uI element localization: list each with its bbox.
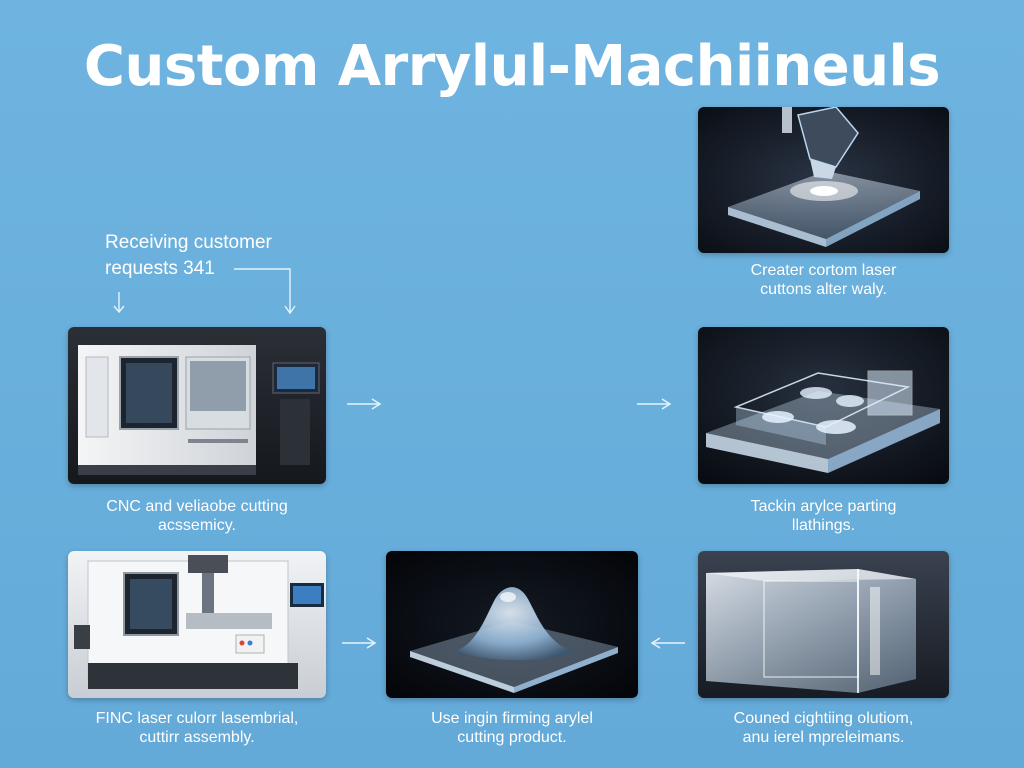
intro-text: Receiving customer requests 341 (105, 230, 272, 282)
arrow-right-2 (635, 397, 673, 411)
intro-down-arrow-left (112, 290, 126, 316)
caption-line-2: cuttirr assembly. (139, 729, 255, 746)
caption-line-1: FINC laser culorr lasembrial, (95, 710, 299, 727)
caption-line-1: Couned cightiing olutiom, (733, 710, 914, 727)
caption-line-2: acssemicy. (158, 517, 236, 534)
caption-cnc-cutting: CNC and veliaobe cutting acssemicy. (68, 497, 326, 535)
page-title: Custom Arrylul-Machiineuls (83, 34, 941, 99)
intro-line-2: requests 341 (105, 258, 215, 279)
caption-line-1: Tackin arylce parting (750, 498, 897, 515)
caption-line-2: cuttons alter waly. (760, 281, 887, 298)
formed-acrylic-image (386, 551, 638, 698)
caption-line-2: llathings. (791, 517, 856, 534)
caption-fnc-laser: FINC laser culorr lasembrial, cuttirr as… (68, 709, 326, 747)
caption-line-2: anu ierel mpreleimans. (742, 729, 905, 746)
caption-laser-cutting: Creater cortom laser cuttons alter waly. (698, 261, 949, 299)
cnc-machine-image (68, 327, 326, 484)
caption-line-2: cutting product. (457, 729, 567, 746)
arrow-right-1 (345, 397, 383, 411)
acrylic-parts-image (698, 327, 949, 484)
intro-line-1: Receiving customer (105, 232, 272, 253)
acrylic-box-image (698, 551, 949, 698)
arrow-left-1 (649, 636, 687, 650)
caption-acrylic-parting: Tackin arylce parting llathings. (698, 497, 949, 535)
caption-line-1: Creater cortom laser (750, 262, 897, 279)
intro-bent-arrow-right (232, 266, 302, 318)
caption-line-1: CNC and veliaobe cutting (106, 498, 288, 515)
caption-finishing: Couned cightiing olutiom, anu ierel mpre… (698, 709, 949, 747)
laser-machine-image (68, 551, 326, 698)
caption-forming: Use ingin firming arylel cutting product… (386, 709, 638, 747)
caption-line-1: Use ingin firming arylel (431, 710, 593, 727)
arrow-right-3 (340, 636, 378, 650)
laser-cutting-image (698, 107, 949, 253)
